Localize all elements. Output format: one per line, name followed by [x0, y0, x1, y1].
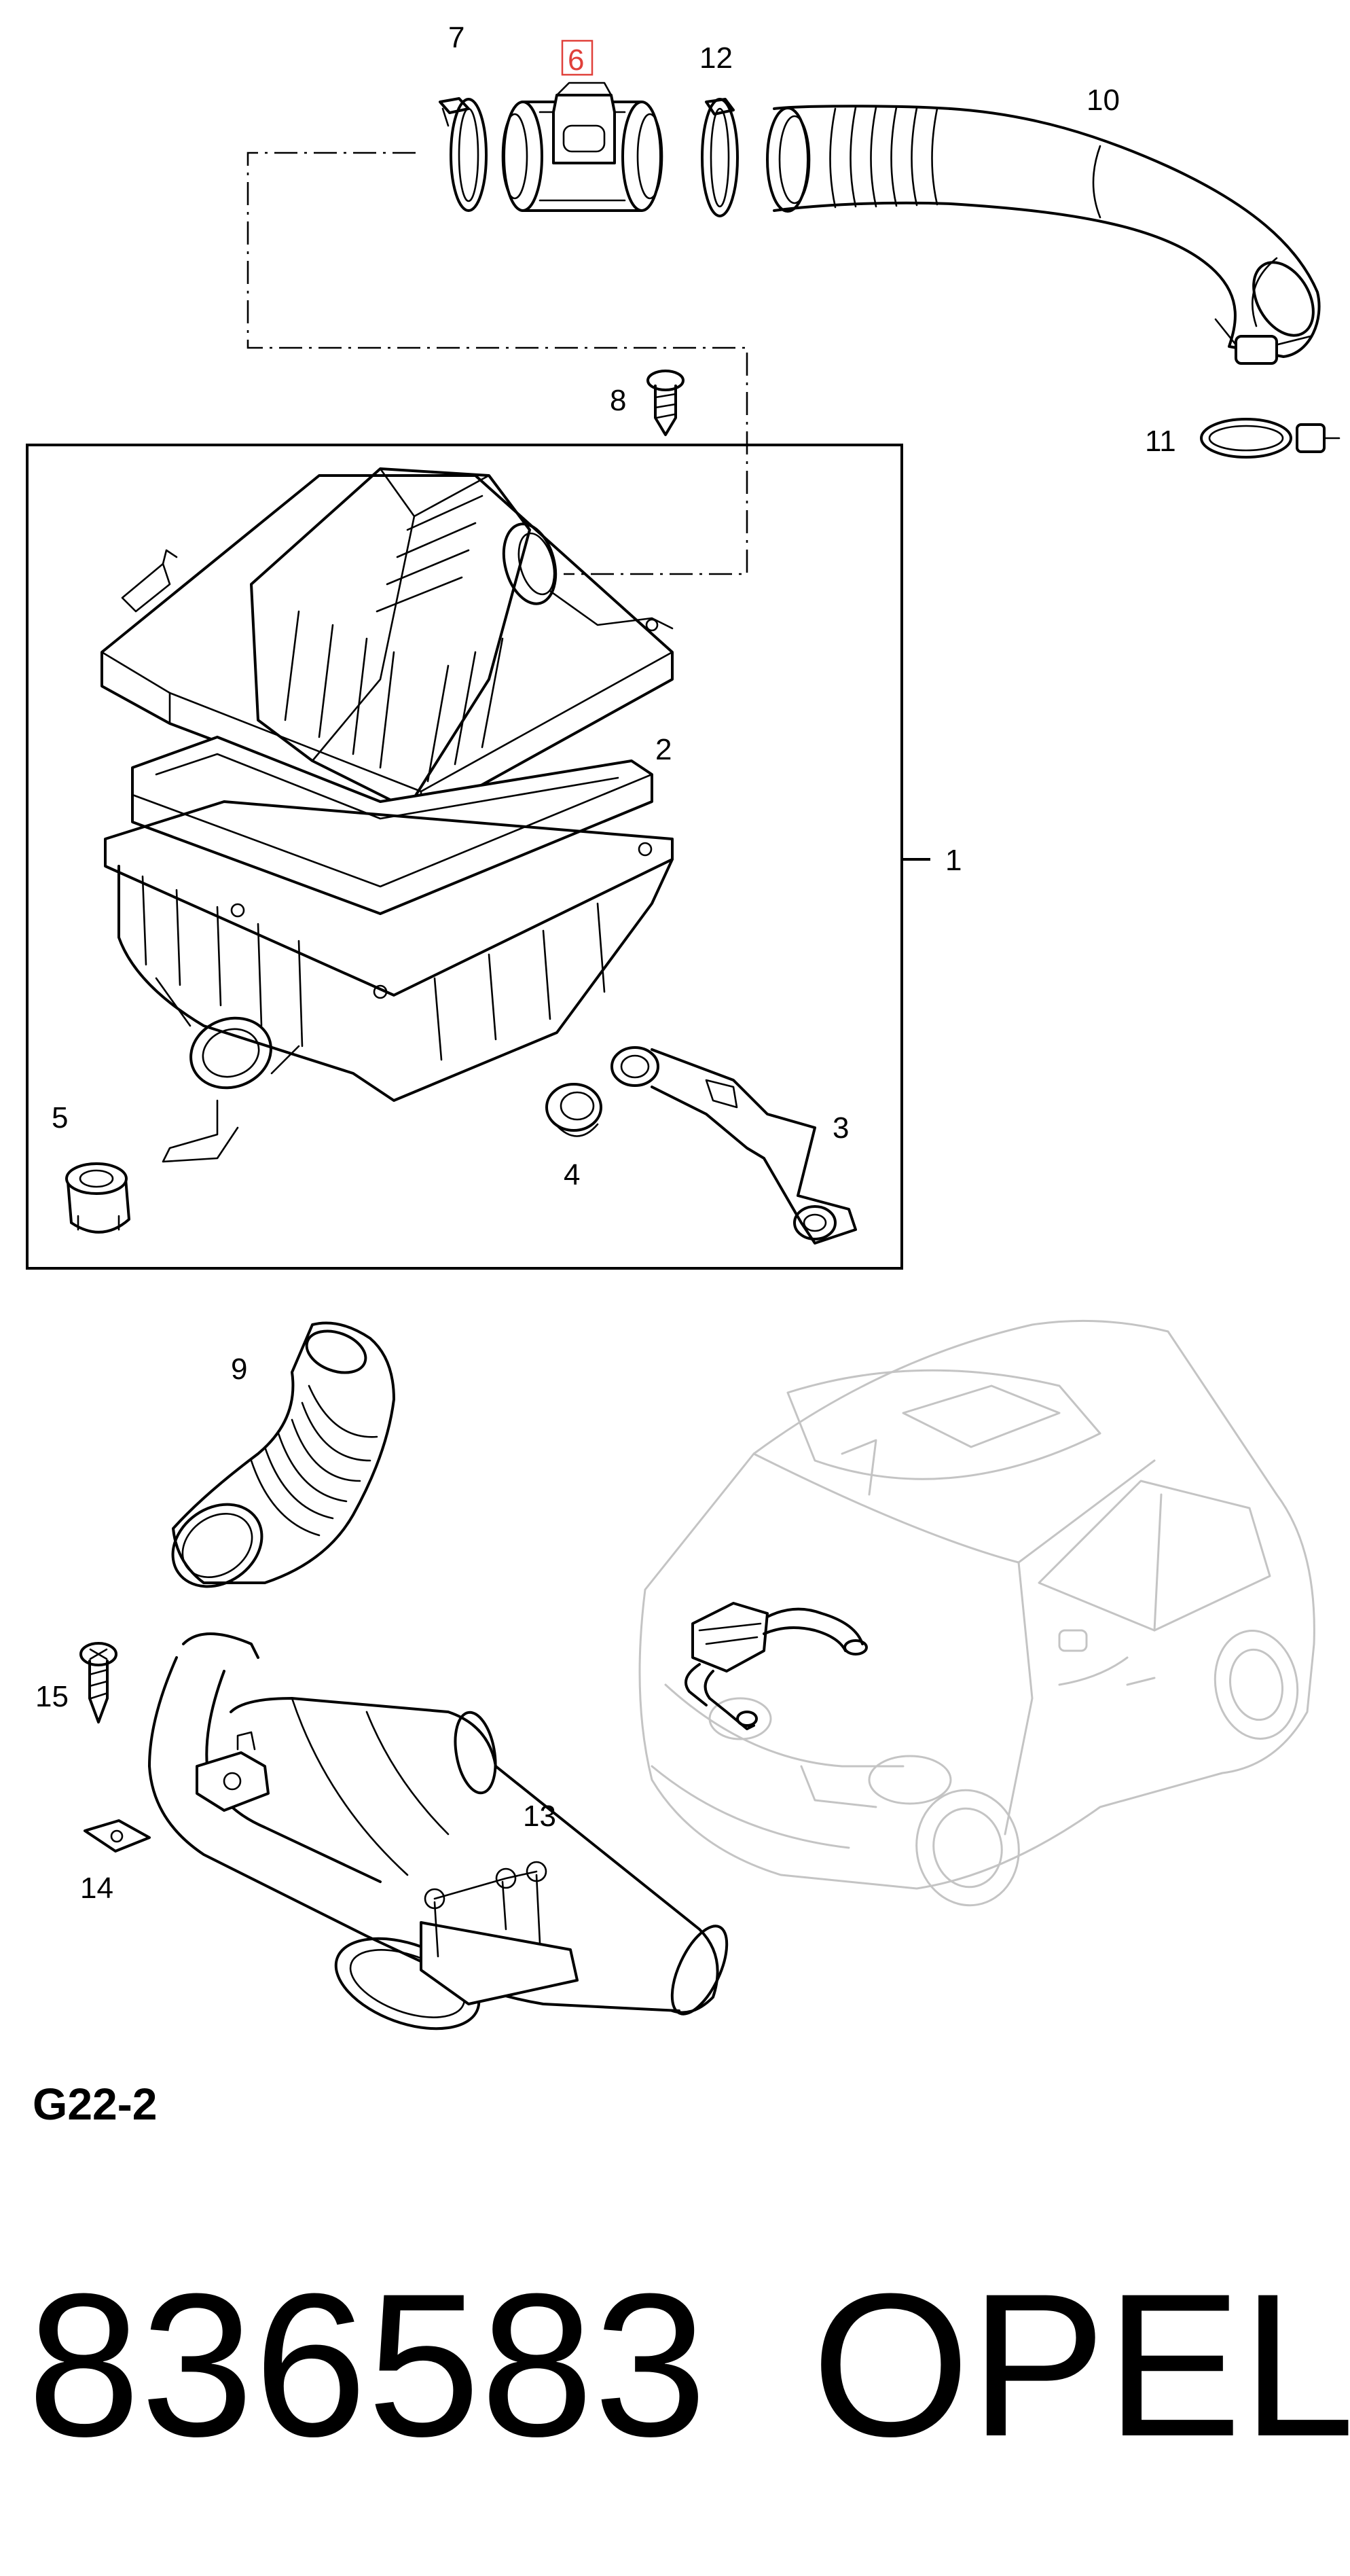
callout-4[interactable]: 4: [564, 1158, 580, 1192]
callout-2[interactable]: 2: [655, 733, 672, 766]
screw-8[interactable]: [646, 370, 685, 436]
intake-hose-10[interactable]: [766, 105, 1326, 365]
air-filter-element-2[interactable]: [131, 736, 653, 915]
callout-15[interactable]: 15: [35, 1680, 69, 1713]
callout-6[interactable]: 6: [568, 43, 584, 77]
connection-dash-line: [247, 151, 748, 575]
highlighted-intake-on-vehicle: [685, 1602, 868, 1730]
hose-clamp-12[interactable]: [701, 98, 739, 217]
callout-14[interactable]: 14: [80, 1872, 113, 1905]
callout-9[interactable]: 9: [231, 1353, 247, 1386]
callout-6-highlight: [561, 39, 594, 76]
group-code: G22-2: [33, 2079, 157, 2129]
callout-12[interactable]: 12: [699, 41, 733, 75]
callout-1[interactable]: 1: [945, 844, 962, 877]
corrugated-duct-9[interactable]: [157, 1321, 395, 1604]
mounting-bracket-3[interactable]: [610, 1046, 857, 1245]
callout-11[interactable]: 11: [1145, 425, 1176, 458]
callout-13[interactable]: 13: [523, 1800, 556, 1833]
callout-7[interactable]: 7: [448, 21, 464, 54]
callout-5[interactable]: 5: [52, 1101, 68, 1134]
intake-resonator-13[interactable]: [148, 1632, 738, 2046]
screw-15[interactable]: [79, 1642, 117, 1723]
callout-10[interactable]: 10: [1087, 84, 1120, 117]
grommet-5[interactable]: [65, 1162, 130, 1234]
vehicle-location-illustration: [638, 1319, 1315, 1907]
part-number: 836583: [27, 2251, 707, 2479]
air-mass-meter-6[interactable]: [501, 82, 663, 212]
callout-3[interactable]: 3: [833, 1111, 849, 1145]
air-cleaner-assembly-frame: [26, 444, 903, 1270]
air-cleaner-housing-1[interactable]: [101, 467, 674, 1163]
callout-8[interactable]: 8: [610, 384, 626, 417]
hose-clamp-7[interactable]: [439, 97, 488, 212]
hose-clamp-11[interactable]: [1200, 418, 1340, 459]
brand-name: OPEL: [811, 2251, 1350, 2479]
grommet-4[interactable]: [545, 1083, 602, 1137]
clip-nut-14[interactable]: [84, 1819, 151, 1853]
